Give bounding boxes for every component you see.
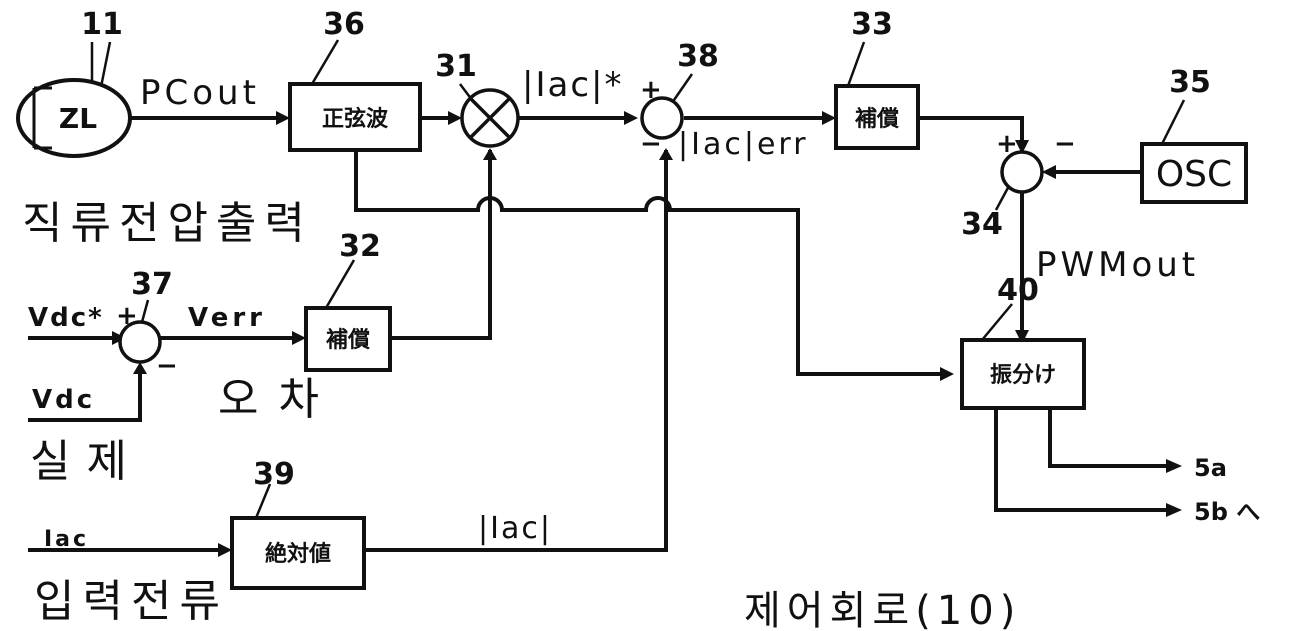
annotation-input-current: 입력전류 xyxy=(34,576,228,627)
ref-num-32: 32 xyxy=(339,229,381,264)
arrow-into-sum38-bottom xyxy=(659,148,673,160)
arrow-into-mult-bottom xyxy=(483,148,497,160)
ref-num-34: 34 xyxy=(961,207,1003,242)
leader-33 xyxy=(846,41,866,87)
ref-num-38: 38 xyxy=(677,39,719,74)
dc-source-glyph: ZL xyxy=(59,102,97,135)
sine-block-label: 正弦波 xyxy=(322,106,389,132)
sign-plus-37: + xyxy=(116,301,138,331)
annotation-error: 오차 xyxy=(218,374,339,425)
ref-num-33: 33 xyxy=(851,7,893,42)
sign-minus-37: − xyxy=(156,351,178,381)
arrow-into-abs xyxy=(218,543,232,557)
arrow-into-comp33 xyxy=(822,111,836,125)
multiplier-junction xyxy=(460,88,520,148)
arrowheads xyxy=(112,111,1182,557)
signal-vdc-actual: Vdc xyxy=(32,385,95,415)
ref-num-39: 39 xyxy=(253,457,295,492)
wire-comp-to-mult xyxy=(390,150,492,340)
wire-out-5a xyxy=(1048,408,1170,468)
arrow-into-distributor-left xyxy=(940,367,954,381)
signal-verr: Verr xyxy=(188,303,266,333)
ref-num-35: 35 xyxy=(1169,65,1211,100)
output-5a: 5a xyxy=(1194,454,1227,482)
signal-pwmout: PWMout xyxy=(1036,245,1199,285)
wire-vdc-actual xyxy=(28,368,142,422)
arrow-into-sine xyxy=(276,111,290,125)
voltage-compensator-block xyxy=(304,306,392,372)
arrow-into-sum34-right xyxy=(1042,165,1056,179)
leader-40 xyxy=(981,303,1013,341)
dc-source-symbol: ZL xyxy=(16,78,132,158)
distributor-block xyxy=(960,338,1086,410)
pwm-summing-junction xyxy=(1000,150,1044,194)
ref-num-31: 31 xyxy=(435,49,477,84)
ref-num-40: 40 xyxy=(997,273,1039,308)
current-summing-junction xyxy=(640,96,684,140)
signal-iac-err: |Iac|err xyxy=(678,127,809,162)
leader-35 xyxy=(1160,99,1186,145)
current-compensator-label: 補償 xyxy=(854,106,899,132)
ref-num-36: 36 xyxy=(323,7,365,42)
current-compensator-block xyxy=(834,84,920,150)
arrow-into-comp32 xyxy=(292,331,306,345)
arrow-out-5b xyxy=(1166,503,1182,517)
sine-block xyxy=(288,82,422,152)
signal-iac-abs: |Iac| xyxy=(478,511,552,546)
arrow-into-mult xyxy=(448,111,462,125)
sign-minus-38: − xyxy=(640,129,662,159)
wire-phase-to-distributor xyxy=(354,150,945,376)
arrow-into-sum38 xyxy=(624,111,638,125)
wire-out-5b xyxy=(994,408,1170,512)
ref-num-11: 11 xyxy=(81,7,123,42)
leader-32 xyxy=(324,259,356,309)
signal-iac-input: Iac xyxy=(44,527,89,552)
arrow-into-sum34-top xyxy=(1015,140,1029,154)
annotation-control-circuit: 제어회로(10) xyxy=(744,588,1021,631)
arrow-into-distributor-top xyxy=(1015,330,1029,344)
signal-vdc-ref: Vdc* xyxy=(28,303,104,333)
ref-num-37: 37 xyxy=(131,267,173,302)
voltage-summing-junction xyxy=(118,320,162,364)
leader-38 xyxy=(672,73,694,101)
voltage-compensator-label: 補償 xyxy=(325,327,370,353)
signal-pcout: PCout xyxy=(140,73,260,113)
leader-39 xyxy=(254,483,272,519)
absolute-value-block xyxy=(230,516,366,590)
annotation-actual: 실제 xyxy=(30,436,143,487)
arrow-into-sum37-bottom xyxy=(133,362,147,374)
sign-minus-34: − xyxy=(1054,129,1076,159)
sign-plus-38: + xyxy=(640,75,662,105)
annotation-dc-voltage-output: 직류전압출력 xyxy=(22,198,313,249)
output-5b: 5b へ xyxy=(1194,498,1260,526)
wire-abs-to-sum xyxy=(364,150,668,552)
wires xyxy=(28,39,1186,552)
distributor-label: 振分け xyxy=(990,363,1056,388)
sign-plus-34: + xyxy=(996,129,1018,159)
osc-label: OSC xyxy=(1156,154,1232,195)
leader-36 xyxy=(310,39,340,85)
leader-37 xyxy=(140,299,150,323)
osc-block xyxy=(1140,142,1248,204)
arrow-out-5a xyxy=(1166,459,1182,473)
absolute-value-label: 絶対値 xyxy=(265,541,331,567)
signal-iac-ref: |Iac|* xyxy=(522,65,623,105)
